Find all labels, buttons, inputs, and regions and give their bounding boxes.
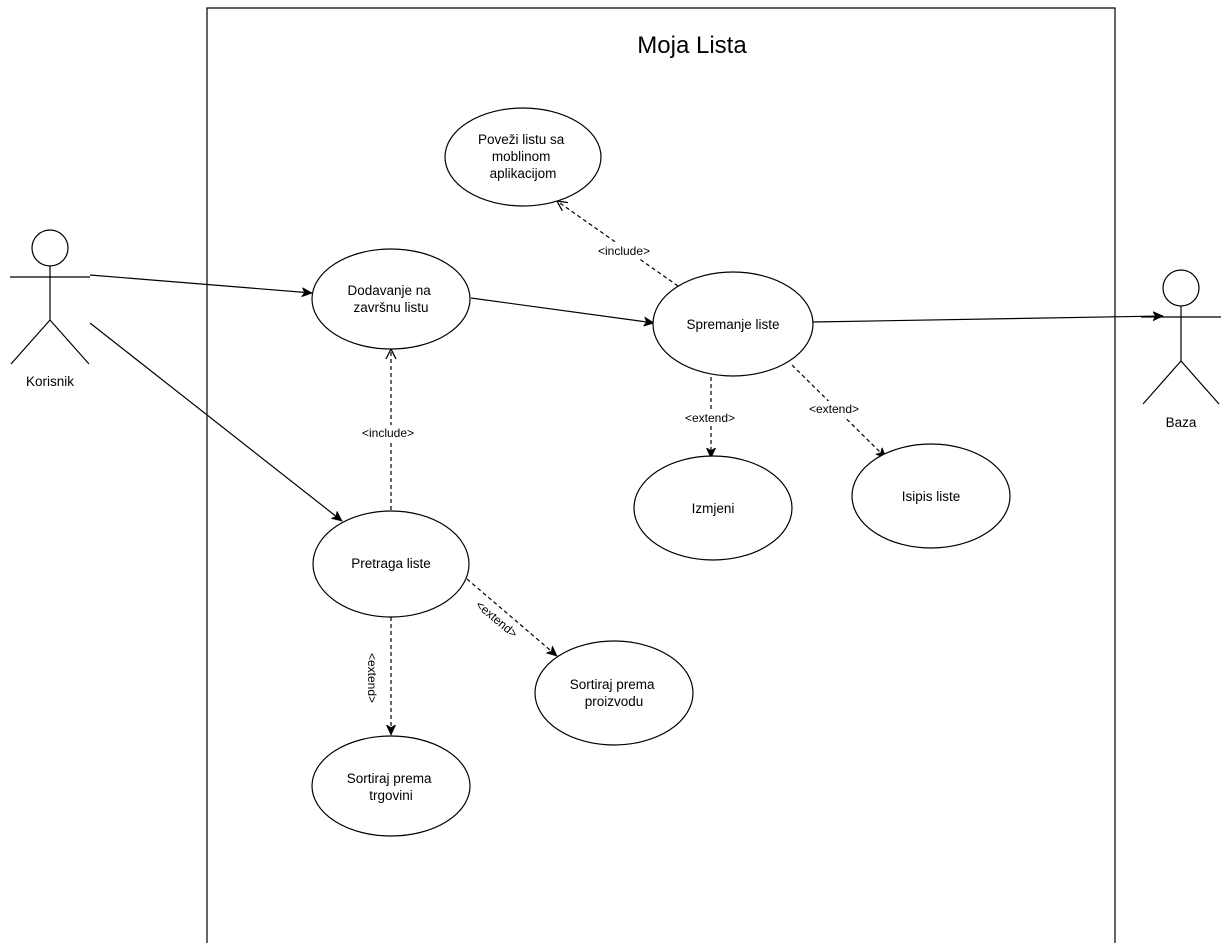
- use-case-povezi[interactable]: Poveži listu sa moblinom aplikacijom: [444, 107, 602, 207]
- actor-korisnik-right-leg: [49, 319, 90, 365]
- association-spremanje-baza: [812, 316, 1163, 323]
- actor-baza-left-leg: [1142, 360, 1182, 405]
- use-case-sortiraj-proizvod[interactable]: Sortiraj prema proizvodu: [534, 640, 694, 746]
- use-case-spremanje-line-1: Spremanje liste: [686, 317, 779, 332]
- use-case-dodavanje[interactable]: Dodavanje na završnu listu: [311, 248, 471, 350]
- actor-korisnik-head: [31, 229, 69, 267]
- use-case-pretraga-line-1: Pretraga liste: [351, 556, 431, 571]
- extend-pretraga-proizvod: [466, 578, 557, 656]
- association-korisnik-dodavanje: [89, 274, 312, 293]
- association-korisnik-pretraga: [89, 322, 342, 521]
- use-case-izmijeni[interactable]: Izmjeni: [633, 455, 793, 561]
- svg-text:Sortiraj prema proizvodu: Sortiraj prema proizvodu: [570, 677, 659, 709]
- system-title: Moja Lista: [637, 32, 747, 59]
- use-case-sortiraj-proizvod-line-1: Sortiraj prema: [570, 677, 655, 692]
- label-extend-isipis: <extend>: [809, 402, 859, 416]
- use-case-spremanje[interactable]: Spremanje liste: [652, 271, 814, 377]
- associations: [89, 274, 1163, 521]
- system-boundary: Moja Lista: [206, 7, 1116, 943]
- actor-baza[interactable]: Baza: [1141, 269, 1221, 430]
- use-case-izmijeni-line-1: Izmjeni: [692, 501, 735, 516]
- use-case-isipis[interactable]: Isipis liste: [851, 443, 1011, 549]
- association-dodavanje-spremanje: [470, 297, 654, 323]
- svg-text:Pretraga liste: Pretraga liste: [351, 556, 431, 571]
- use-case-sortiraj-trgovina[interactable]: Sortiraj prema trgovini: [311, 735, 471, 837]
- use-case-pretraga[interactable]: Pretraga liste: [312, 510, 470, 618]
- svg-text:Sortiraj prema trgovini: Sortiraj prema trgovini: [347, 771, 436, 803]
- use-case-dodavanje-line-1: Dodavanje na: [347, 283, 431, 298]
- label-include-povezi: <include>: [598, 244, 650, 258]
- use-case-sortiraj-trgovina-line-1: Sortiraj prema: [347, 771, 432, 786]
- use-case-sortiraj-proizvod-line-2: proizvodu: [585, 694, 644, 709]
- label-extend-trgovina: <extend>: [365, 653, 379, 703]
- use-case-dodavanje-line-2: završnu listu: [353, 300, 428, 315]
- svg-text:Spremanje liste: Spremanje liste: [686, 317, 779, 332]
- actor-baza-right-leg: [1180, 360, 1220, 405]
- actor-korisnik-label: Korisnik: [26, 374, 74, 389]
- svg-text:Dodavanje na završnu lis: Dodavanje na završnu listu: [347, 283, 434, 315]
- use-case-povezi-line-1: Poveži listu sa: [478, 132, 565, 147]
- svg-text:Poveži listu sa moblinom: Poveži listu sa moblinom aplikacijom: [478, 132, 568, 181]
- actor-korisnik[interactable]: Korisnik: [10, 229, 90, 389]
- use-case-povezi-line-3: aplikacijom: [490, 166, 557, 181]
- svg-text:Izmjeni: Izmjeni: [692, 501, 735, 516]
- actor-korisnik-left-leg: [10, 319, 51, 365]
- label-extend-izmijeni: <extend>: [685, 411, 735, 425]
- actor-baza-head: [1162, 269, 1200, 307]
- label-include-pretraga: <include>: [362, 426, 414, 440]
- use-case-isipis-line-1: Isipis liste: [902, 489, 961, 504]
- actor-baza-label: Baza: [1166, 415, 1197, 430]
- use-case-povezi-line-2: moblinom: [492, 149, 551, 164]
- use-case-sortiraj-trgovina-line-2: trgovini: [369, 788, 413, 803]
- relation-labels: <include> <include> <extend> <extend> <e…: [356, 242, 866, 710]
- svg-text:Isipis liste: Isipis liste: [902, 489, 961, 504]
